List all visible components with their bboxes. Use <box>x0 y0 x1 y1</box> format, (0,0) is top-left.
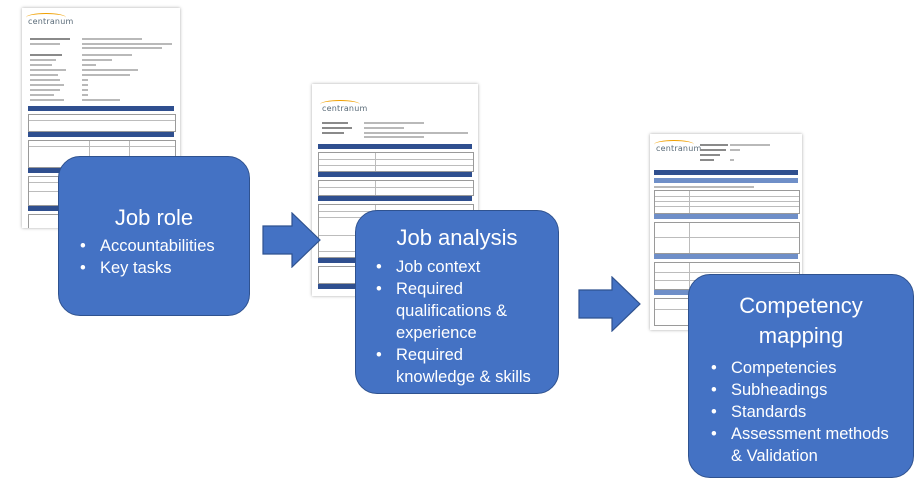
competency-mapping-title: Competency mapping <box>739 293 863 348</box>
right-arrow-icon <box>578 276 641 332</box>
list-item: •Required knowledge & skills <box>376 346 531 386</box>
list-item: •Key tasks <box>80 259 172 277</box>
list-item: •Competencies <box>711 359 837 377</box>
right-arrow-icon <box>262 212 321 268</box>
centranum-logo: centranum <box>654 140 701 153</box>
job-role-box: Job role •Accountabilities •Key tasks <box>58 156 250 316</box>
job-analysis-title: Job analysis <box>396 225 518 250</box>
list-item: •Subheadings <box>711 381 828 399</box>
job-role-bullet-list: •Accountabilities •Key tasks <box>80 235 249 279</box>
job-analysis-bullet-list: •Job context •Required qualifications & … <box>376 256 546 408</box>
job-role-title: Job role <box>114 205 194 230</box>
list-item: •Assessment methods & Validation <box>711 425 889 465</box>
competency-mapping-box: Competency mapping •Competencies •Subhea… <box>688 274 914 478</box>
centranum-logo: centranum <box>320 100 367 113</box>
centranum-logo: centranum <box>26 13 73 26</box>
list-item: •Standards <box>711 403 807 421</box>
list-item: •Job context <box>376 258 481 276</box>
list-item: •Accountabilities <box>80 237 215 255</box>
competency-mapping-bullet-list: •Competencies •Subheadings •Standards •A… <box>711 357 901 467</box>
job-analysis-box: Job analysis •Job context •Required qual… <box>355 210 559 408</box>
list-item: •Required qualifications & experience <box>376 280 507 342</box>
